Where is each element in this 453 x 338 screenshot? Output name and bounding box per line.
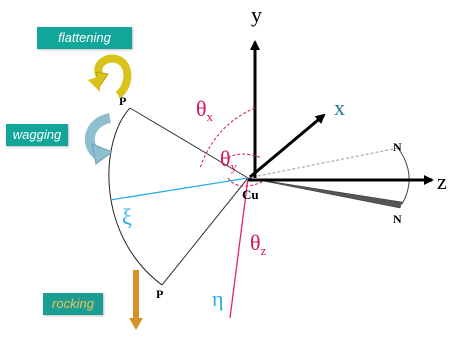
n-upper-label: N	[393, 140, 402, 154]
x-axis-line	[249, 113, 326, 179]
wagging-label: wagging	[6, 124, 68, 146]
xi-axis	[109, 177, 249, 201]
rocking-arrow-icon	[129, 270, 143, 330]
xi-label: ξ	[122, 204, 132, 229]
bond-n-wedge	[247, 177, 403, 209]
eta-label: η	[212, 286, 224, 311]
y-axis-label: y	[251, 2, 262, 27]
cu-label: Cu	[242, 187, 259, 202]
flattening-label: flattening	[37, 27, 132, 49]
bond-p-lower	[161, 177, 249, 286]
wagging-arrow-icon	[84, 113, 114, 165]
theta-z-label: θz	[250, 230, 267, 258]
theta-y-label: θy	[220, 146, 238, 174]
n-arc	[397, 147, 410, 205]
x-axis-label: x	[334, 95, 345, 120]
theta-x-arc	[199, 107, 256, 169]
eta-axis	[229, 177, 249, 319]
n-lower-label: N	[393, 212, 402, 226]
theta-x-label: θx	[196, 96, 214, 124]
rocking-label: rocking	[43, 293, 103, 315]
bond-p-upper	[129, 107, 249, 179]
z-axis-label: z	[437, 169, 447, 194]
p-lower-label: P	[156, 287, 163, 301]
flattening-arrow-icon	[88, 54, 132, 99]
theta-z-arc	[227, 177, 263, 187]
bond-n-dashed	[247, 147, 399, 179]
theta-y-arc	[227, 153, 263, 159]
cone-arc-left	[108, 107, 163, 286]
p-upper-label: P	[119, 94, 126, 108]
